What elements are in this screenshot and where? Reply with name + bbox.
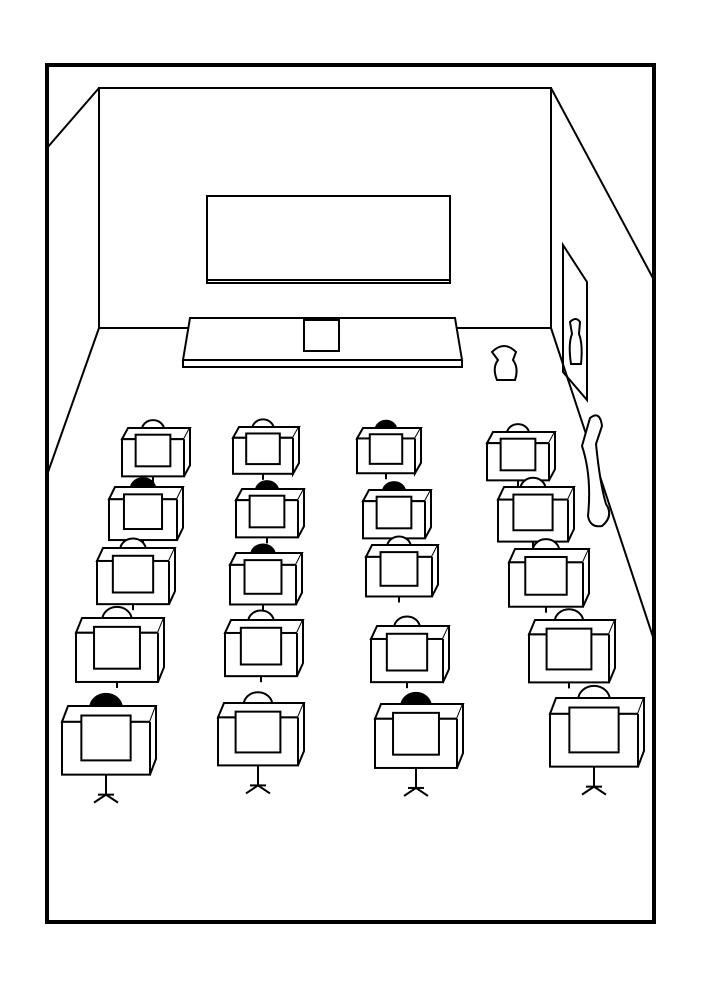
chair-back	[239, 626, 283, 666]
desk-side	[567, 487, 575, 543]
chair-back	[243, 559, 283, 595]
desk-side	[456, 704, 464, 769]
chair-back	[111, 554, 155, 594]
desk-side	[548, 432, 556, 481]
chair-back	[375, 495, 413, 530]
desk-side	[297, 489, 305, 538]
person-lying	[580, 414, 611, 528]
desk-side	[292, 427, 300, 478]
chair-back	[80, 714, 132, 762]
person-near-platform	[490, 345, 518, 381]
chair-back	[512, 493, 554, 532]
desk-side	[637, 698, 645, 767]
platform-base	[182, 360, 463, 368]
panel-frame	[45, 63, 656, 924]
desk-side	[431, 545, 439, 597]
door	[562, 241, 588, 403]
desk-side	[424, 490, 432, 539]
desk-side	[295, 553, 303, 605]
chair-back	[134, 433, 172, 468]
chair-leg	[93, 793, 107, 804]
desk-side	[608, 620, 616, 683]
ceiling-edge-left	[46, 87, 100, 149]
chair-back	[248, 494, 286, 529]
desk-side	[296, 620, 304, 677]
ceiling-edge-right	[550, 87, 655, 281]
chair-back	[122, 493, 164, 531]
chair-back	[524, 555, 568, 596]
desk-side	[157, 618, 165, 683]
chair-back	[245, 432, 281, 466]
chair-leg	[257, 784, 271, 795]
chair-back	[93, 625, 141, 670]
floor-edge-right	[550, 327, 655, 641]
podium	[303, 319, 340, 352]
desk-side	[183, 428, 191, 477]
whiteboard	[206, 195, 451, 284]
desk-side	[414, 428, 422, 477]
desk-side	[297, 703, 305, 766]
chair-leg	[415, 787, 429, 797]
chair-leg	[593, 785, 607, 796]
desk-side	[149, 706, 157, 775]
chair-back	[499, 437, 537, 472]
desk-side	[442, 626, 450, 683]
chair-back	[392, 711, 440, 756]
back-wall	[98, 87, 552, 329]
chair-leg	[245, 784, 259, 795]
floor-edge-left	[46, 327, 100, 476]
chair-leg	[581, 785, 595, 796]
chair-back	[368, 433, 404, 465]
person-at-door	[568, 318, 583, 365]
desk-side	[168, 548, 176, 605]
chair-back	[234, 710, 282, 754]
desk-side	[176, 487, 184, 541]
chair-back	[385, 632, 429, 672]
chair-leg	[403, 787, 417, 797]
chair-back	[545, 627, 593, 671]
chair-back	[568, 706, 620, 754]
chair-leg	[105, 793, 119, 804]
desk-side	[582, 549, 590, 608]
chair-back	[379, 551, 419, 587]
